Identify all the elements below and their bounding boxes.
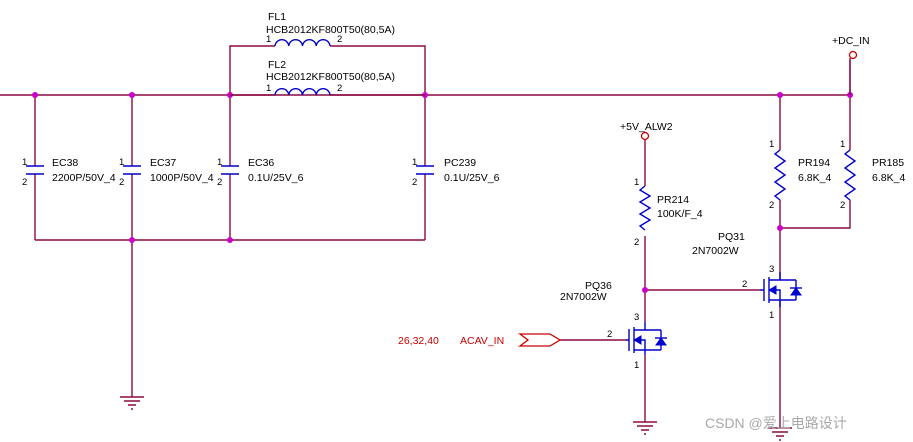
ground-symbol: [768, 427, 792, 441]
net-label-5v-alw2: +5V_ALW2: [620, 121, 673, 133]
capacitor-pc239-ref: PC239: [444, 157, 476, 169]
pin-number: 2: [412, 177, 417, 188]
resistor-pr194-value: 6.8K_4: [798, 172, 831, 184]
capacitor-pc239: 1 2 PC239 0.1U/25V_6: [412, 150, 500, 190]
pin-number: 3: [769, 264, 774, 275]
resistor-pr194-ref: PR194: [798, 157, 830, 169]
port-name: ACAV_IN: [460, 335, 504, 347]
junction-dot: [32, 92, 38, 98]
mosfet-pq31-ref: PQ31: [718, 231, 745, 243]
junction-dot: [129, 237, 135, 243]
capacitor-ec36-value: 0.1U/25V_6: [248, 172, 304, 184]
resistor-pr185: 1 2 PR185 6.8K_4: [840, 139, 905, 211]
pin-number: 1: [22, 157, 27, 168]
pin-number: 1: [840, 139, 845, 150]
capacitor-ec37-ref: EC37: [150, 157, 176, 169]
pin-number: 1: [266, 83, 271, 94]
pin-number: 2: [607, 329, 612, 340]
pin-number: 1: [119, 157, 124, 168]
pin-number: 2: [119, 177, 124, 188]
pin-number: 1: [769, 310, 774, 321]
resistor-pr214-value: 100K/F_4: [657, 208, 703, 220]
ground-symbol: [633, 421, 657, 435]
capacitor-ec36: 1 2 EC36 0.1U/25V_6: [217, 150, 304, 190]
mosfet-pq36: 3 2 1 PQ36 2N7002W: [560, 280, 667, 371]
ground-symbol: [120, 396, 144, 410]
pin-number: 1: [634, 360, 639, 371]
mosfet-pq31: 3 2 1 PQ31 2N7002W: [692, 231, 802, 321]
mosfet-pq36-value: 2N7002W: [560, 291, 607, 303]
pin-number: 1: [217, 157, 222, 168]
pin-number: 2: [22, 177, 27, 188]
junction-dot: [777, 225, 783, 231]
pin-number: 2: [337, 34, 342, 45]
inductor-fl1: FL1 HCB2012KF800T50(80,5A) 1 2: [266, 11, 395, 47]
capacitor-ec38: 1 2 EC38 2200P/50V_4: [22, 150, 116, 190]
junction-dot: [777, 92, 783, 98]
pin-number: 1: [266, 34, 271, 45]
resistor-pr194: 1 2 PR194 6.8K_4: [769, 139, 831, 211]
net-label-dc-in: +DC_IN: [832, 35, 870, 47]
pin-number: 2: [634, 237, 639, 248]
pin-number: 2: [337, 83, 342, 94]
wires: [0, 45, 851, 428]
inductor-fl1-ref: FL1: [268, 11, 286, 23]
power-net-5v-alw2: +5V_ALW2: [620, 121, 673, 141]
inductor-fl2-value: HCB2012KF800T50(80,5A): [266, 71, 395, 83]
mosfet-pq31-value: 2N7002W: [692, 245, 739, 257]
inductor-fl1-value: HCB2012KF800T50(80,5A): [266, 24, 395, 36]
capacitor-ec37-value: 1000P/50V_4: [150, 172, 214, 184]
resistor-pr214: 1 2 PR214 100K/F_4: [634, 177, 703, 248]
pin-number: 1: [634, 177, 639, 188]
pin-number: 1: [769, 139, 774, 150]
capacitor-ec38-ref: EC38: [52, 157, 78, 169]
resistor-pr214-ref: PR214: [657, 194, 689, 206]
junctions: [32, 92, 853, 293]
pin-number: 2: [217, 177, 222, 188]
capacitor-ec37: 1 2 EC37 1000P/50V_4: [119, 150, 214, 190]
pin-number: 3: [634, 312, 639, 323]
offpage-port-acav-in: 26,32,40 ACAV_IN: [398, 333, 562, 347]
power-net-dc-in: +DC_IN: [832, 35, 870, 95]
port-page-refs: 26,32,40: [398, 335, 439, 347]
resistor-pr185-ref: PR185: [872, 157, 904, 169]
inductor-fl2-ref: FL2: [268, 59, 286, 71]
junction-dot: [227, 237, 233, 243]
resistor-pr185-value: 6.8K_4: [872, 172, 905, 184]
pin-number: 2: [840, 200, 845, 211]
watermark-text: CSDN @爱上电路设计: [705, 415, 847, 431]
junction-dot: [642, 287, 648, 293]
pin-number: 2: [742, 279, 747, 290]
capacitor-ec36-ref: EC36: [248, 157, 274, 169]
inductor-fl2: FL2 HCB2012KF800T50(80,5A) 1 2: [230, 59, 425, 96]
pin-number: 2: [769, 200, 774, 211]
mosfet-pq36-ref: PQ36: [585, 280, 612, 292]
pin-number: 1: [412, 157, 417, 168]
junction-dot: [129, 92, 135, 98]
capacitor-pc239-value: 0.1U/25V_6: [444, 172, 500, 184]
capacitor-ec38-value: 2200P/50V_4: [52, 172, 116, 184]
